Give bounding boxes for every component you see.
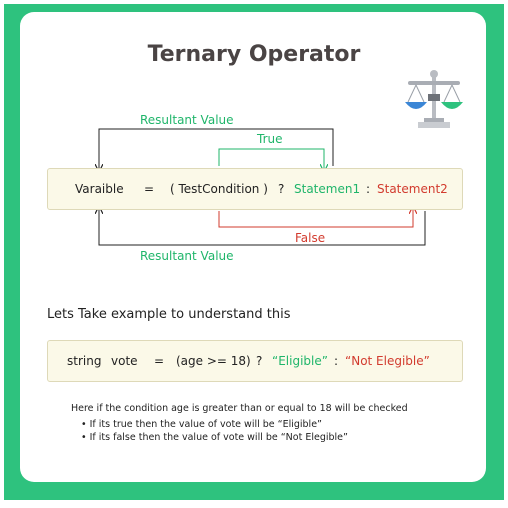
syntax-condition: ( TestCondition ) (170, 182, 268, 196)
true-label: True (257, 132, 283, 146)
balance-scale-icon (405, 70, 463, 128)
content-card (20, 12, 486, 482)
example-true-value: “Eligible” (272, 354, 328, 368)
explanation-bullet: • If its false then the value of vote wi… (81, 432, 348, 443)
syntax-statement2: Statement2 (377, 182, 448, 196)
example-box (47, 340, 463, 382)
syntax-statement1: Statemen1 (294, 182, 361, 196)
example-equals: = (154, 354, 165, 368)
resultant-bottom-label: Resultant Value (140, 249, 234, 263)
true-arrow (218, 148, 324, 168)
resultant-bottom-arrow (99, 210, 426, 246)
explanation-intro: Here if the condition age is greater tha… (71, 403, 408, 414)
syntax-box (47, 168, 463, 210)
resultant-top-arrow (99, 128, 334, 168)
example-false-value: “Not Elegible” (345, 354, 430, 368)
page-title: Ternary Operator (147, 42, 361, 67)
example-condition: (age >= 18) (176, 354, 251, 368)
example-question: ? (256, 354, 263, 368)
example-var: vote (111, 354, 138, 368)
syntax-variable: Varaible (75, 182, 124, 196)
example-heading: Lets Take example to understand this (47, 307, 291, 322)
explanation-bullet: • If its true then the value of vote wil… (81, 419, 322, 430)
false-label: False (295, 231, 326, 245)
resultant-top-label: Resultant Value (140, 113, 234, 127)
syntax-question: ? (278, 182, 285, 196)
example-colon: : (334, 354, 339, 368)
syntax-equals: = (144, 182, 155, 196)
false-arrow (218, 210, 413, 228)
syntax-colon: : (366, 182, 371, 196)
example-type: string (67, 354, 102, 368)
